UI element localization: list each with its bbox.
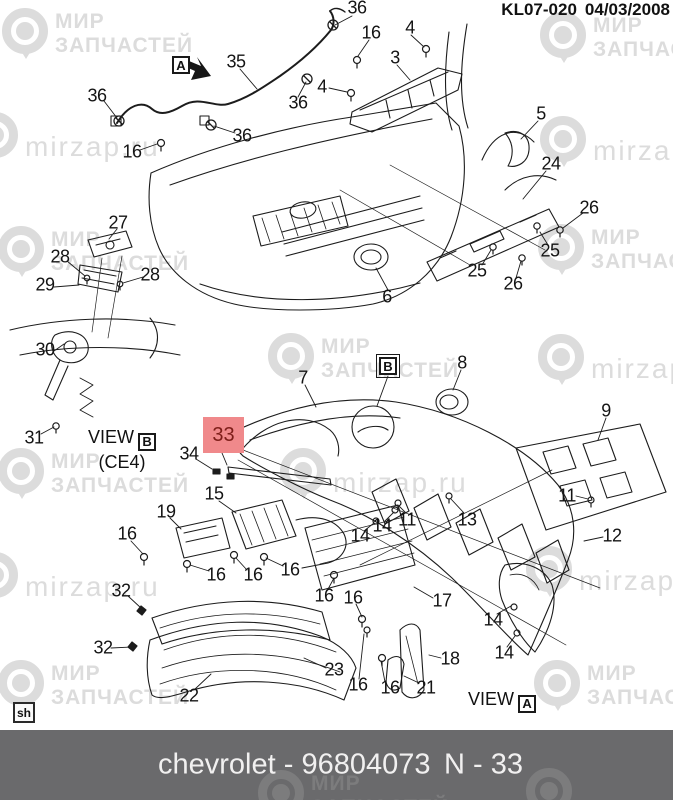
callout-18: 18: [440, 648, 460, 669]
callout-12: 12: [602, 525, 622, 546]
callout-16: 16: [206, 564, 226, 585]
drawing-date: 04/03/2008: [584, 0, 670, 19]
callout-36: 36: [288, 92, 308, 113]
callout-16: 16: [348, 674, 368, 695]
callout-16: 16: [380, 677, 400, 698]
callout-16: 16: [243, 564, 263, 585]
callout-28: 28: [140, 264, 160, 285]
rear-bumper-assembly-drawing: [110, 7, 560, 311]
callout-16: 16: [343, 587, 363, 608]
callout-26: 26: [579, 197, 599, 218]
corner-tag: sh: [13, 702, 36, 723]
callout-16: 16: [117, 523, 137, 544]
fastener-glyphs: [52, 44, 595, 667]
callout-16: 16: [314, 585, 334, 606]
callout-4: 4: [405, 17, 415, 38]
highlighted-callout-33: 33: [203, 417, 244, 453]
callout-25: 25: [540, 240, 560, 261]
callout-31: 31: [24, 427, 44, 448]
callout-15: 15: [204, 483, 224, 504]
highlighted-callout-number: 33: [212, 423, 235, 446]
callout-11: 11: [558, 485, 576, 506]
view-a-word: VIEW: [468, 689, 515, 709]
callout-22: 22: [179, 685, 199, 706]
callout-5: 5: [536, 103, 546, 124]
callout-19: 19: [156, 501, 176, 522]
footer-part-title: chevrolet - 96804073: [158, 748, 431, 781]
callout-7: 7: [298, 367, 308, 388]
callout-21: 21: [416, 677, 436, 698]
callout-32: 32: [93, 637, 113, 658]
callout-14: 14: [483, 609, 503, 630]
callout-13: 13: [457, 509, 477, 530]
view-a-letter-box: A: [518, 694, 537, 713]
view-b-word: VIEW: [88, 427, 135, 447]
callout-17: 17: [432, 590, 452, 611]
callout-36: 36: [87, 85, 107, 106]
callout-28: 28: [50, 246, 70, 267]
callout-14: 14: [494, 642, 514, 663]
callout-16: 16: [361, 22, 381, 43]
callout-3: 3: [390, 47, 400, 68]
callout-6: 6: [382, 286, 392, 307]
callout-9: 9: [601, 400, 611, 421]
footer-page-ref: N - 33: [444, 748, 523, 781]
callout-32: 32: [111, 580, 131, 601]
callout-35: 35: [226, 51, 246, 72]
callout-23: 23: [324, 659, 344, 680]
callout-8: 8: [457, 352, 467, 373]
direction-a-marker: A: [172, 56, 190, 74]
drawing-code: KL07-020: [501, 0, 577, 19]
callout-16: 16: [122, 141, 142, 162]
view-b-letter-box: B: [138, 432, 157, 451]
detail-b-marker: B: [376, 354, 400, 378]
footer-bar: chevrolet - 96804073 N - 33: [0, 730, 673, 800]
callout-24: 24: [541, 153, 561, 174]
callout-16: 16: [280, 559, 300, 580]
callout-36: 36: [232, 125, 252, 146]
callout-14: 14: [350, 525, 370, 546]
callout-34: 34: [179, 443, 199, 464]
callout-25: 25: [467, 260, 487, 281]
callout-27: 27: [108, 212, 128, 233]
callout-14: 14: [372, 515, 392, 536]
callout-36: 36: [347, 0, 367, 18]
view-b-sub: (CE4): [98, 451, 146, 472]
callout-26: 26: [503, 273, 523, 294]
callout-11: 11: [398, 509, 416, 530]
drawing-header: KL07-020 04/03/2008: [493, 0, 670, 20]
callout-29: 29: [35, 274, 55, 295]
callout-4: 4: [317, 76, 327, 97]
callout-30: 30: [35, 339, 55, 360]
view-b-detail-drawing: [9, 230, 181, 418]
